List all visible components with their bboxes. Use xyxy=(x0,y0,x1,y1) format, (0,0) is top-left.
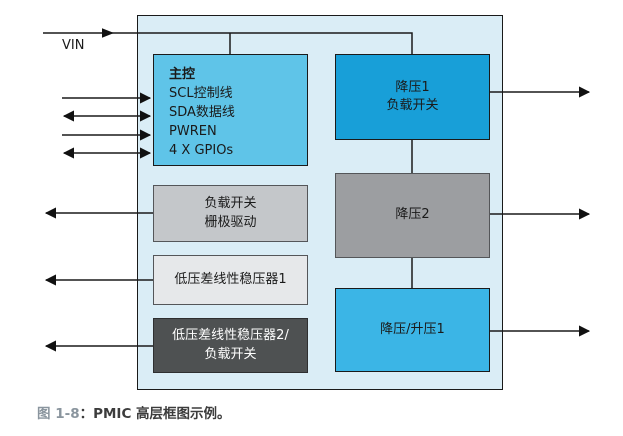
ldo2-label-line2: 负载开关 xyxy=(204,346,257,362)
ldo1-label: 低压差线性稳压器1 xyxy=(174,271,287,287)
figure-caption-text: ：PMIC 高层框图示例。 xyxy=(79,406,231,422)
figure-caption: 图 1-8：PMIC 高层框图示例。 xyxy=(37,402,231,422)
block-ldo1: 低压差线性稳压器1 xyxy=(153,255,308,305)
buck1-label-line1: 降压1 xyxy=(395,79,430,95)
master-line-sda: SDA数据线 xyxy=(169,105,235,120)
master-line-gpios: 4 X GPIOs xyxy=(169,143,234,158)
block-ldo2-load-switch: 低压差线性稳压器2/ 负载开关 xyxy=(153,318,308,373)
master-line-pwren: PWREN xyxy=(169,124,217,139)
buck2-label: 降压2 xyxy=(395,207,430,223)
block-buck2: 降压2 xyxy=(335,173,490,258)
load-switch-gate-drive-line2: 栅极驱动 xyxy=(204,214,257,230)
block-buck-boost1: 降压/升压1 xyxy=(335,288,490,372)
vin-arrowhead-icon xyxy=(102,28,114,38)
buck-boost1-label: 降压/升压1 xyxy=(380,321,445,337)
figure-caption-number: 图 1-8 xyxy=(37,406,80,422)
block-master-controller: 主控 SCL控制线 SDA数据线 PWREN 4 X GPIOs xyxy=(153,54,308,166)
buck1-label-line2: 负载开关 xyxy=(386,98,439,113)
block-load-switch-gate-drive: 负载开关 栅极驱动 xyxy=(153,185,308,242)
vin-wire xyxy=(43,32,413,54)
block-buck1-load-switch: 降压1 负载开关 xyxy=(335,54,490,140)
vin-label: VIN xyxy=(62,38,85,53)
master-title: 主控 xyxy=(169,67,196,82)
master-line-scl: SCL控制线 xyxy=(169,86,233,101)
ldo2-label-line1: 低压差线性稳压器2/ xyxy=(172,328,289,344)
load-switch-gate-drive-line1: 负载开关 xyxy=(204,196,257,212)
